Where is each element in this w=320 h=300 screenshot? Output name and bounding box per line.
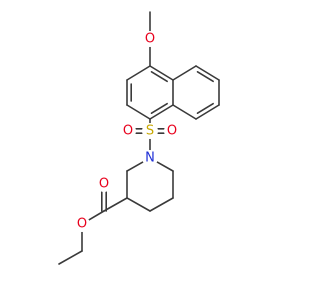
bond-A4-A4a	[149, 104, 174, 120]
bond-B5-B6	[195, 65, 220, 81]
atom-O_s1: O	[120, 123, 136, 139]
atom-label: N	[145, 151, 155, 166]
atom-label: O	[145, 32, 155, 47]
bond-A1-A2	[126, 65, 151, 81]
atom-label: O	[99, 177, 109, 192]
atom-label: S	[146, 124, 154, 139]
bond-A8a-A1-2	[150, 71, 168, 83]
atom-N1: N	[142, 150, 158, 166]
atom-layer: O S O O N O O	[74, 31, 180, 232]
bond-B7-B8-2	[196, 102, 214, 114]
bond-C3-C4	[126, 197, 151, 212]
bond-A8a-B5	[172, 65, 197, 81]
bond-CH2-CH3e	[58, 250, 83, 265]
bond-C_c-O_e	[87, 210, 105, 222]
bond-C3-C_c	[103, 197, 128, 212]
bond-B8-A4a	[172, 104, 197, 120]
bond-B7-B8	[195, 104, 220, 120]
atom-O_me: O	[142, 31, 158, 47]
atom-label: O	[77, 217, 87, 232]
bond-A4-A4a-2	[150, 102, 168, 114]
bond-A3-A4	[126, 104, 151, 120]
bond-layer	[58, 11, 220, 265]
atom-O_e: O	[74, 216, 90, 232]
atom-O_s2: O	[164, 123, 180, 139]
atom-S1: S	[142, 123, 158, 139]
bond-C6-N1	[155, 160, 174, 172]
bond-B5-B6-2	[196, 71, 214, 83]
bond-C4-C5	[149, 197, 174, 212]
atom-label: O	[123, 124, 133, 139]
bond-A8a-A1	[149, 65, 174, 81]
atom-label: O	[167, 124, 177, 139]
atom-O_c1: O	[96, 176, 112, 192]
bond-N1-C2	[126, 160, 145, 172]
molecule-diagram: O S O O N O O	[58, 11, 220, 265]
